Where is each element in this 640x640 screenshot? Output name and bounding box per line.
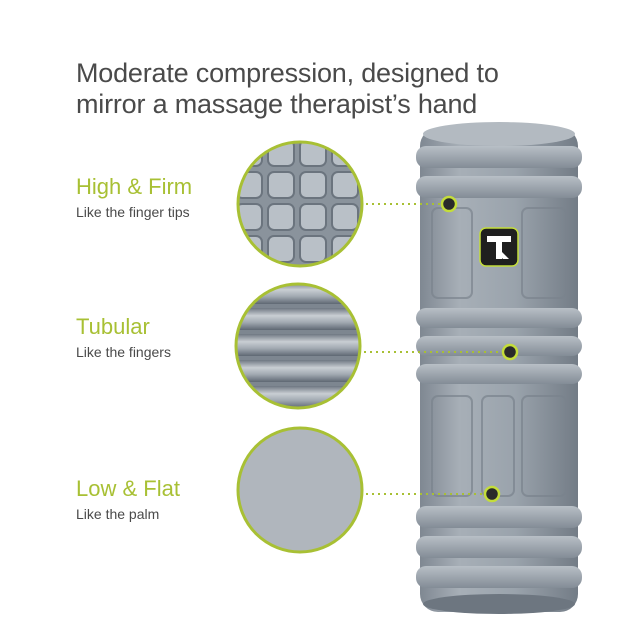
finger-tips-texture-closeup — [236, 140, 364, 268]
feature-tubular: Tubular Like the fingers — [76, 314, 246, 362]
foam-roller — [416, 122, 582, 614]
feature-title: Low & Flat — [76, 476, 180, 501]
feature-high-firm: High & Firm Like the finger tips — [76, 174, 246, 222]
feature-subtitle: Like the palm — [76, 506, 160, 522]
callout-3 — [366, 485, 501, 503]
feature-title: Tubular — [76, 314, 150, 339]
feature-subtitle: Like the fingers — [76, 344, 171, 360]
callout-1 — [366, 195, 458, 213]
fingers-texture-closeup — [234, 282, 362, 410]
callout-2 — [364, 343, 519, 361]
trigger-point-logo — [479, 227, 519, 267]
headline-line-1: Moderate compression, designed to — [76, 58, 499, 88]
headline-line-2: mirror a massage therapist’s hand — [76, 89, 478, 119]
feature-low-flat: Low & Flat Like the palm — [76, 476, 246, 524]
headline: Moderate compression, designed to mirror… — [76, 58, 596, 120]
palm-texture-closeup — [236, 426, 364, 554]
feature-title: High & Firm — [76, 174, 193, 199]
feature-subtitle: Like the finger tips — [76, 204, 190, 220]
